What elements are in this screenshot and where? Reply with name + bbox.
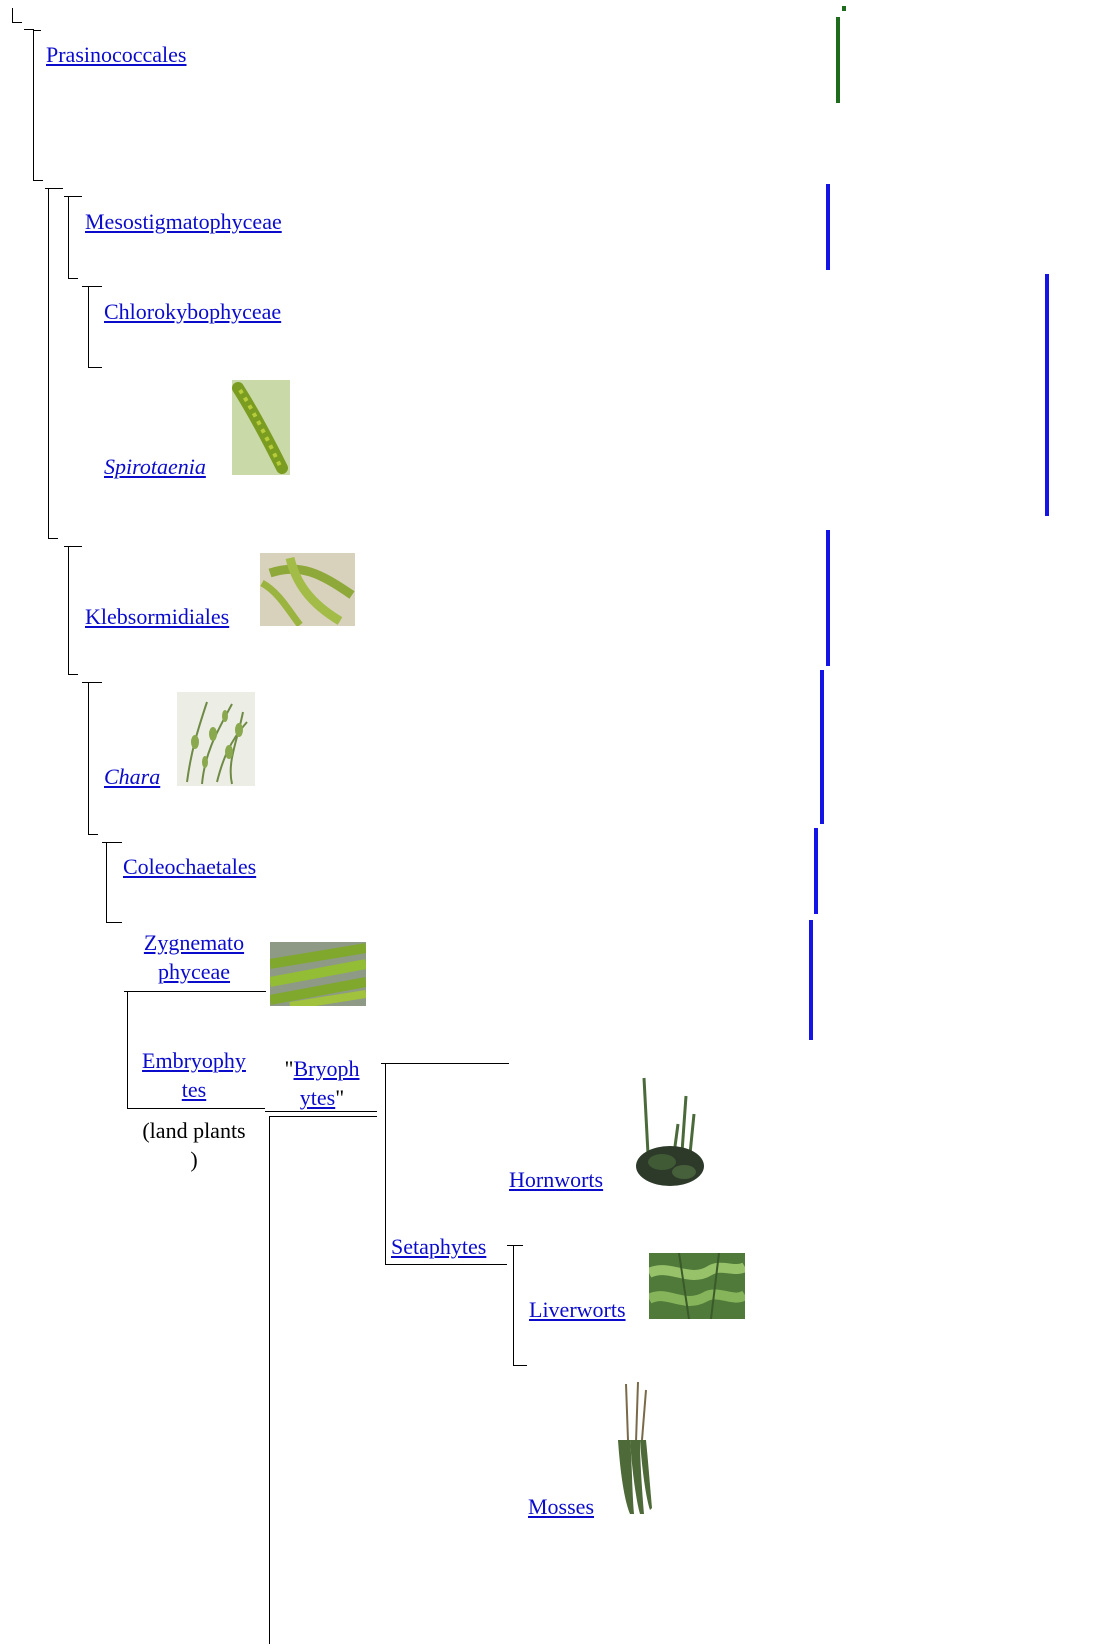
tree-line — [106, 842, 107, 922]
node-chara: Chara — [104, 762, 160, 792]
link-chara[interactable]: Chara — [104, 764, 160, 789]
node-klebsormidiales: Klebsormidiales — [85, 602, 229, 632]
tree-line — [88, 287, 89, 367]
range-bar — [826, 184, 830, 270]
tree-line — [513, 1365, 527, 1366]
tree-line — [12, 8, 13, 23]
tree-line — [33, 30, 34, 180]
tree-line — [507, 1245, 523, 1246]
zygnematophyceae-image[interactable] — [270, 942, 366, 1006]
link-liverworts[interactable]: Liverworts — [529, 1297, 626, 1322]
spirotaenia-image[interactable] — [232, 380, 290, 475]
node-bryophytes: "Bryoph ytes" — [270, 1054, 374, 1112]
tree-line — [48, 538, 58, 539]
range-bar — [826, 530, 830, 666]
tree-line — [385, 1264, 507, 1265]
tree-line — [64, 546, 82, 547]
tree-line — [88, 834, 98, 835]
link-mosses[interactable]: Mosses — [528, 1494, 594, 1519]
range-bar — [809, 920, 813, 1040]
link-prasinococcales[interactable]: Prasinococcales — [46, 42, 187, 67]
node-mosses: Mosses — [528, 1492, 594, 1522]
link-spirotaenia[interactable]: Spirotaenia — [104, 454, 206, 479]
tree-line — [33, 30, 41, 31]
chara-image[interactable] — [177, 692, 255, 786]
tree-line — [12, 22, 22, 23]
hornworts-image[interactable] — [634, 1074, 704, 1188]
link-bryophytes-line1[interactable]: Bryoph — [293, 1056, 359, 1081]
link-bryophytes-line2[interactable]: ytes — [300, 1085, 335, 1110]
node-liverworts: Liverworts — [529, 1295, 626, 1325]
node-mesostigmatophyceae: Mesostigmatophyceae — [85, 207, 282, 237]
tree-line — [513, 1245, 514, 1365]
range-bar — [820, 670, 824, 824]
tree-line — [269, 1116, 377, 1117]
range-bar — [1045, 274, 1049, 516]
land-plants-note: (land plants ) — [128, 1116, 260, 1174]
tree-line — [88, 367, 102, 368]
node-prasinococcales: Prasinococcales — [46, 40, 187, 70]
range-bar — [842, 6, 846, 11]
tree-line — [124, 991, 266, 992]
link-hornworts[interactable]: Hornworts — [509, 1167, 603, 1192]
tree-line — [68, 674, 78, 675]
tree-line — [269, 1116, 270, 1644]
node-zygnematophyceae: Zygnemato phyceae — [128, 928, 260, 986]
tree-line — [48, 188, 49, 538]
tree-line — [102, 842, 122, 843]
link-mesostigmatophyceae[interactable]: Mesostigmatophyceae — [85, 209, 282, 234]
range-bar — [814, 828, 818, 914]
tree-line — [64, 196, 82, 197]
node-coleochaetales: Coleochaetales — [123, 852, 256, 882]
link-chlorokybophyceae[interactable]: Chlorokybophyceae — [104, 299, 281, 324]
klebsormidiales-image[interactable] — [260, 553, 355, 626]
tree-line — [106, 922, 122, 923]
range-bar — [836, 17, 840, 103]
tree-line — [68, 546, 69, 674]
link-zygnematophyceae-line1[interactable]: Zygnemato — [144, 930, 244, 955]
node-hornworts: Hornworts — [509, 1165, 603, 1195]
mosses-image[interactable] — [610, 1380, 656, 1520]
link-embryophytes-line2[interactable]: tes — [182, 1077, 206, 1102]
node-chlorokybophyceae: Chlorokybophyceae — [104, 297, 281, 327]
tree-line — [82, 286, 102, 287]
liverworts-image[interactable] — [649, 1253, 745, 1319]
node-spirotaenia: Spirotaenia — [104, 452, 206, 482]
link-coleochaetales[interactable]: Coleochaetales — [123, 854, 256, 879]
tree-line — [33, 180, 43, 181]
tree-line — [82, 682, 102, 683]
tree-line — [127, 1108, 265, 1109]
tree-line — [68, 196, 69, 278]
link-klebsormidiales[interactable]: Klebsormidiales — [85, 604, 229, 629]
tree-line — [385, 1063, 386, 1264]
link-setaphytes[interactable]: Setaphytes — [391, 1234, 486, 1259]
link-zygnematophyceae-line2[interactable]: phyceae — [158, 959, 230, 984]
tree-line — [381, 1063, 509, 1064]
node-setaphytes: Setaphytes — [391, 1232, 486, 1262]
tree-line — [88, 682, 89, 834]
tree-line — [68, 278, 78, 279]
node-embryophytes: Embryophy tes — [128, 1046, 260, 1104]
link-embryophytes-line1[interactable]: Embryophy — [142, 1048, 246, 1073]
